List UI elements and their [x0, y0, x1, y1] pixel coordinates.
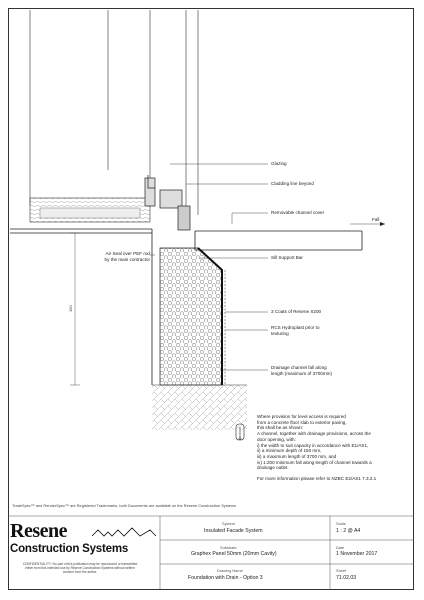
date-value: 1 November 2017	[336, 551, 378, 557]
system-value: Insulated Facade System	[204, 528, 263, 534]
hydroplast-line-1: RCS Hydroplast prior to	[271, 325, 320, 330]
sheet-value: 71.02.03	[336, 575, 357, 581]
title-block-grid	[8, 515, 414, 590]
drainage-line-2: length (maximum of 3700mm)	[271, 370, 333, 376]
callout-cladding-line: Cladding line beyond	[271, 181, 314, 186]
note-reference: For more information please refer to NZB…	[257, 476, 377, 482]
note-line: Where provision for level access is requ…	[257, 414, 346, 419]
glazing-lines	[29, 10, 199, 215]
note-line: iv) 1:200 minimum fall along length of c…	[257, 459, 372, 465]
substrate-label: Substrate	[220, 545, 237, 550]
hydroplast-line-2: texturing	[271, 330, 289, 336]
resene-logo: Resene	[10, 520, 67, 542]
note-line: ii) a minimum depth of 150 mm,	[257, 448, 322, 454]
callout-air-seal: Air Seal over PEF rod by the main contra…	[92, 251, 150, 262]
graphex-panel	[159, 247, 226, 386]
trademark-notice: TradeSpec™ and RenderSpec™ are Registere…	[12, 503, 237, 508]
drainage-line-1: Drainage channel fall along	[271, 365, 327, 370]
note-line: drainage outlet.	[257, 465, 289, 471]
note-line: door opening, with:	[257, 436, 296, 442]
callout-removable-cover: Removable channel cover	[271, 210, 325, 215]
slab-and-channel	[10, 228, 363, 385]
air-seal-line-1: Air Seal over PEF rod	[105, 251, 150, 256]
drawing-name-value: Foundation with Drain - Option 3	[188, 575, 263, 581]
hand-pointer-icon	[235, 423, 245, 441]
substrate-value: Graphex Panel 50mm (20mm Cavity)	[191, 551, 277, 557]
dimension-150	[70, 232, 80, 386]
level-access-notes: Where provision for level access is requ…	[257, 414, 407, 482]
callout-coats: 3 Coats of Resene X200	[271, 309, 322, 314]
callout-glazing: Glazing	[271, 161, 287, 166]
system-label: System	[222, 521, 235, 526]
aluminium-sill-frame	[144, 175, 191, 231]
note-line: iii) a maximum length of 3700 mm, and	[257, 453, 337, 459]
scale-value: 1 : 2 @ A4	[336, 528, 361, 534]
note-line: i) the width to suit capacity in accorda…	[257, 442, 369, 448]
scale-label: Scale	[336, 521, 346, 526]
note-line: from a concrete floor slab to exterior p…	[257, 419, 347, 425]
fall-arrow-icon	[380, 222, 385, 226]
logo-subtitle: Construction Systems	[10, 543, 129, 555]
threshold-timber	[29, 197, 151, 223]
confidentiality-notice: CONFIDENTIALITY: No part of this publica…	[22, 562, 138, 574]
sheet-label: Sheet	[336, 568, 347, 573]
ground	[152, 384, 247, 430]
date-label: Date	[336, 545, 345, 550]
logo-roofline-icon	[91, 527, 157, 537]
drawing-name-label: Drawing Name	[217, 568, 243, 573]
callout-drainage: Drainage channel fall along length (maxi…	[271, 365, 332, 376]
callout-hydroplast: RCS Hydroplast prior to texturing	[271, 325, 320, 336]
callout-fall: Fall	[372, 217, 380, 222]
note-line: A channel, together with drainage provis…	[257, 431, 371, 437]
callout-sill-support: Sill Support Bar	[271, 255, 303, 260]
air-seal-line-2: by the main contractor	[104, 256, 150, 262]
sheet-border	[8, 8, 414, 590]
note-line: this shall be as shown:	[257, 425, 304, 431]
leader-lines	[150, 163, 385, 371]
dimension-label: 150	[68, 305, 73, 312]
